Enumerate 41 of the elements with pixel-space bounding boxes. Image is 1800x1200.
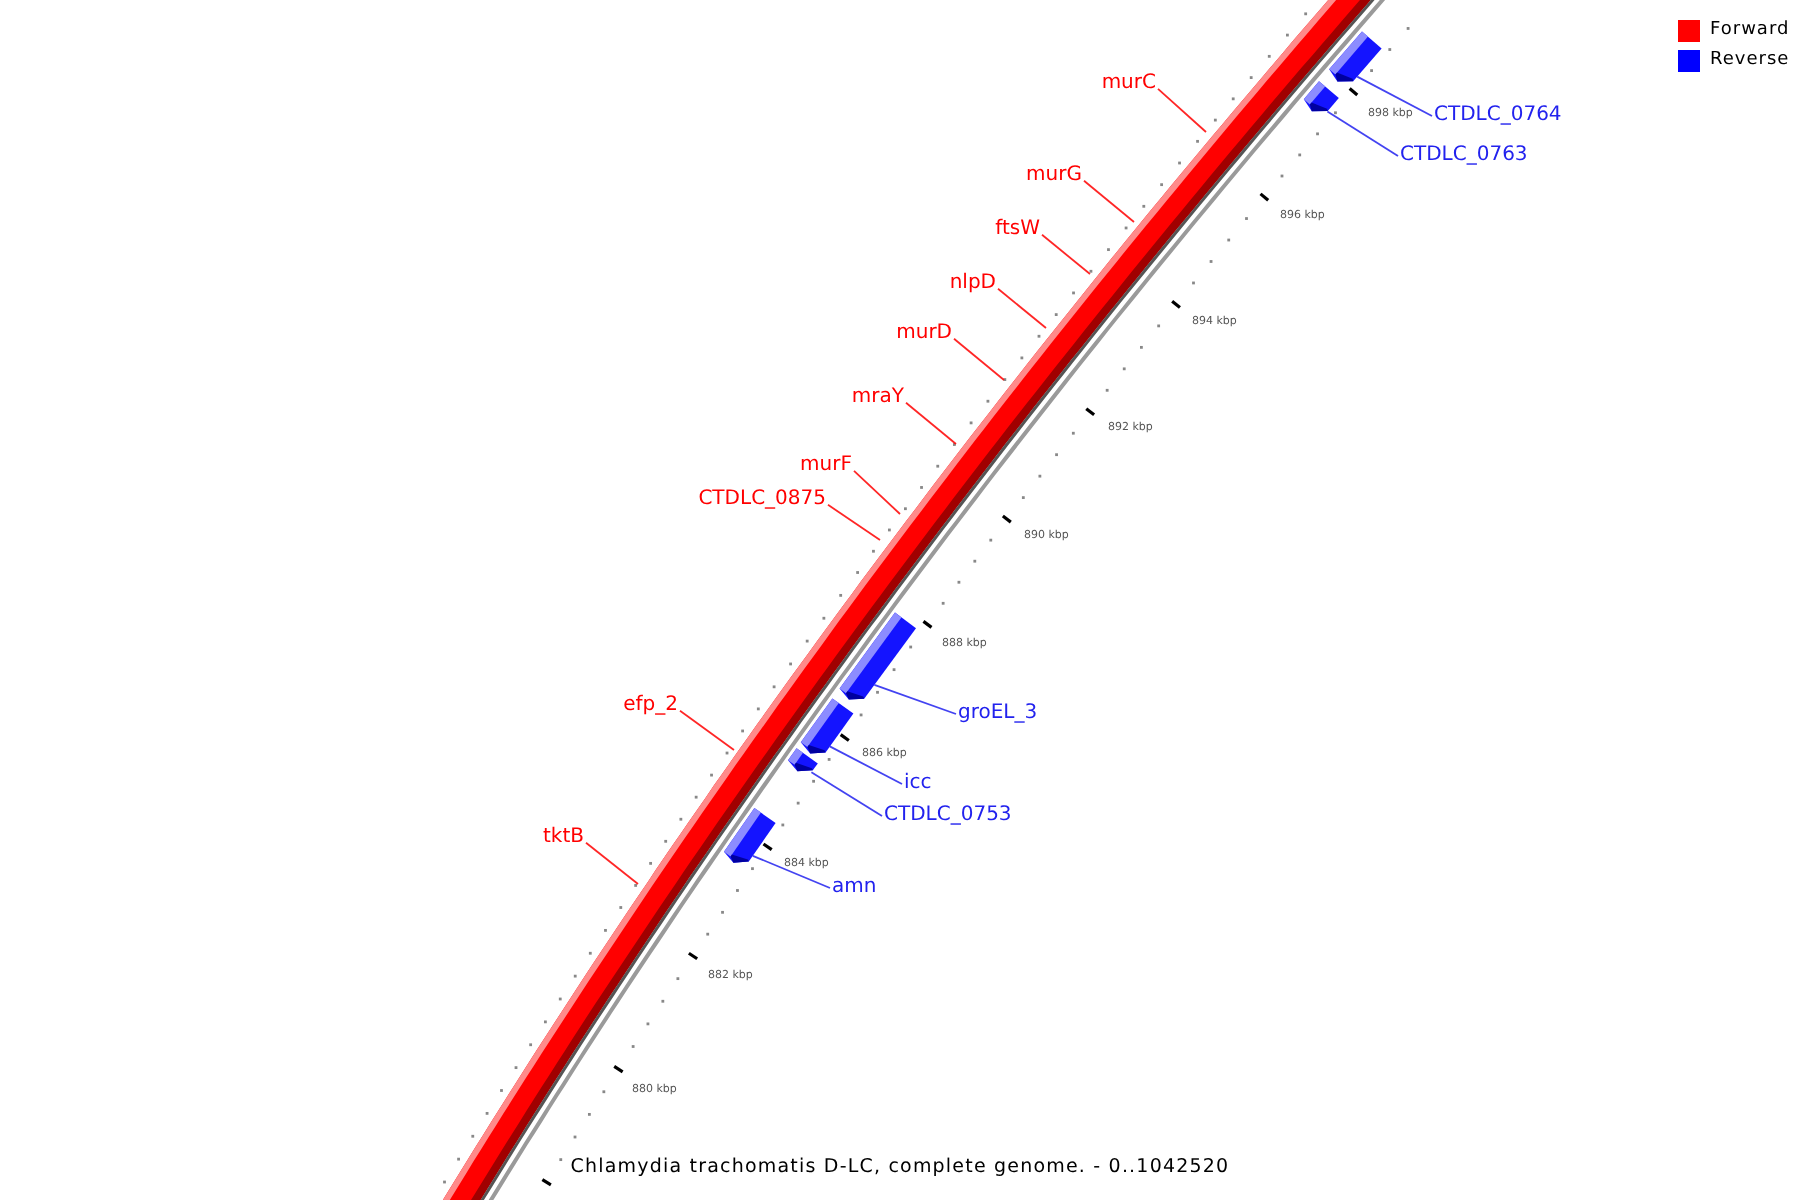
leader-line — [810, 771, 883, 817]
gene-label: CTDLC_0764 — [1434, 104, 1562, 128]
legend-label: Forward — [1710, 20, 1790, 42]
leader-line — [1326, 110, 1399, 157]
gene-label: icc — [904, 772, 932, 796]
gene-label: groEL_3 — [958, 702, 1038, 726]
gene-label: nlpD — [949, 272, 996, 296]
gene-feature-block — [1329, 31, 1382, 82]
gene-label: murG — [1026, 164, 1082, 188]
leader-line — [827, 503, 881, 541]
leader-line — [585, 841, 639, 885]
leader-line — [1083, 179, 1135, 223]
leader-line — [1157, 87, 1207, 133]
gene-label: amn — [832, 876, 877, 900]
leader-line — [828, 745, 903, 785]
gene-label: CTDLC_0753 — [884, 804, 1012, 828]
leader-line — [853, 469, 901, 515]
gene-label: murF — [800, 454, 852, 478]
gene-feature-block — [788, 748, 818, 772]
gene-feature-block — [839, 612, 916, 700]
gene-feature-block — [724, 808, 776, 863]
leader-line — [679, 709, 735, 751]
leader-line — [1041, 233, 1091, 275]
gene-feature-block — [1303, 81, 1339, 112]
gene-label: CTDLC_0763 — [1400, 144, 1528, 168]
gene-label: mraY — [851, 386, 904, 410]
gene-label: efp_2 — [623, 694, 678, 718]
gene-label: CTDLC_0875 — [698, 488, 826, 512]
leader-line — [953, 337, 1005, 381]
gene-label: tktB — [543, 826, 584, 850]
leader-line — [997, 287, 1047, 329]
leader-line — [873, 683, 957, 715]
legend-label: Reverse — [1710, 50, 1790, 72]
gene-label: murD — [896, 322, 952, 346]
gene-label: ftsW — [995, 218, 1040, 242]
gene-label: murC — [1101, 72, 1156, 96]
gene-feature-block — [800, 698, 854, 754]
caption: Chlamydia trachomatis D-LC, complete genome. - 0..1042520 — [570, 1156, 1230, 1178]
leader-line — [905, 401, 957, 445]
leader-line — [751, 854, 831, 889]
leader-line — [1356, 75, 1433, 117]
